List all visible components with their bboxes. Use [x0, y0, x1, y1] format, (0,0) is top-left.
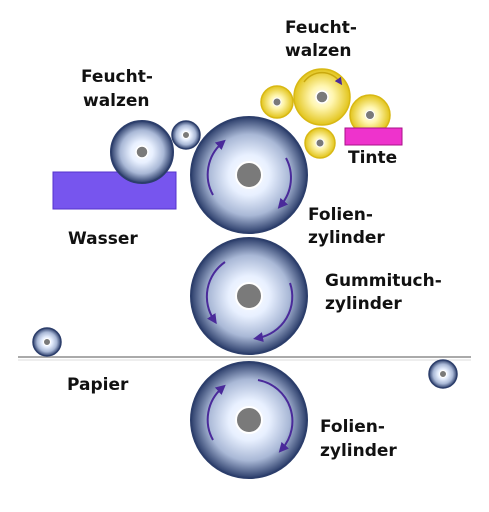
- rotation-arrow: [277, 157, 292, 209]
- rotation-arrow: [206, 384, 226, 441]
- ink-roller-right: [349, 94, 391, 136]
- label-water: Wasser: [68, 229, 138, 249]
- paper-roller-right: [428, 359, 458, 389]
- label-dampening-rollers-right-1: Feucht-: [285, 18, 357, 38]
- plate-cylinder-top: [190, 116, 308, 234]
- paper-roller-left: [32, 327, 62, 357]
- blanket-cylinder: [190, 237, 308, 355]
- dampening-roller-large: [110, 120, 174, 184]
- label-dampening-rollers-right-2: walzen: [285, 41, 352, 61]
- ink-roller-bottom: [304, 127, 336, 159]
- rotation-arrow: [206, 139, 226, 196]
- rotation-arrow: [205, 261, 226, 325]
- rotation-arrow: [257, 379, 294, 453]
- plate-cylinder-bottom: [190, 361, 308, 479]
- ink-roller-main: [293, 68, 351, 126]
- dampening-roller-small: [171, 120, 201, 150]
- label-plate-cylinder-top-2: zylinder: [308, 228, 385, 248]
- label-dampening-rollers-left-2: walzen: [83, 91, 150, 111]
- label-plate-cylinder-bottom-1: Folien-: [320, 417, 385, 437]
- ink-roller-left: [260, 85, 294, 119]
- label-paper: Papier: [67, 375, 129, 395]
- label-plate-cylinder-bottom-2: zylinder: [320, 441, 397, 461]
- label-dampening-rollers-left-1: Feucht-: [81, 67, 153, 87]
- ink-tray: [344, 127, 403, 146]
- label-plate-cylinder-top-1: Folien-: [308, 205, 373, 225]
- label-ink: Tinte: [348, 148, 397, 168]
- rotation-arrow: [253, 282, 294, 342]
- label-blanket-cylinder-1: Gummituch-: [325, 271, 442, 291]
- label-blanket-cylinder-2: zylinder: [325, 294, 402, 314]
